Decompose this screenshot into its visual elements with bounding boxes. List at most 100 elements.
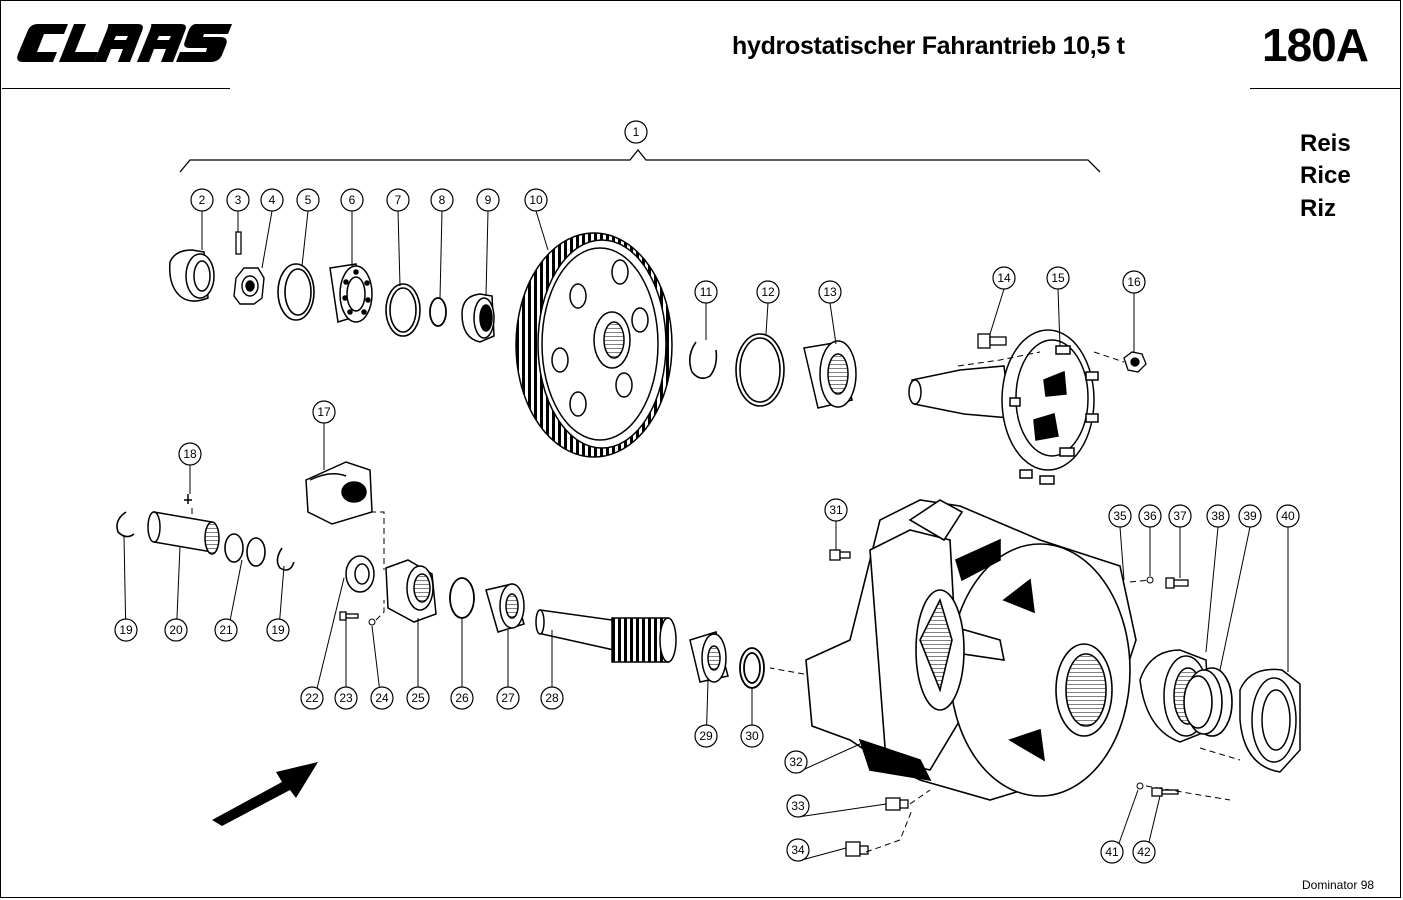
callout-circle-37 xyxy=(1168,504,1192,528)
callout-label-5: 5 xyxy=(305,193,312,207)
part-26-oring xyxy=(449,577,475,619)
part-18-screw xyxy=(184,494,192,504)
callout-label-39: 39 xyxy=(1243,509,1257,523)
part-14-bolt xyxy=(977,333,1007,349)
callout-label-31: 31 xyxy=(829,503,843,517)
callout-circle-12 xyxy=(756,280,780,304)
callout-label-9: 9 xyxy=(485,193,492,207)
callout-circle-16 xyxy=(1122,270,1146,294)
callout-circle-13 xyxy=(818,280,842,304)
leader-line-33 xyxy=(797,803,887,818)
part-13-bearing xyxy=(803,340,857,409)
part-21-washers xyxy=(224,533,266,567)
callout-circle-23 xyxy=(334,686,358,710)
callout-label-19b: 19 xyxy=(271,623,285,637)
assembly-lines xyxy=(191,351,1241,853)
part-25-housing xyxy=(385,559,437,623)
leader-line-38 xyxy=(1205,526,1219,653)
callout-circle-4 xyxy=(260,188,284,212)
leader-line-14 xyxy=(989,288,1005,335)
callout-circle-5 xyxy=(296,188,320,212)
callout-circle-41 xyxy=(1100,840,1124,864)
callout-circle-19b xyxy=(266,618,290,642)
part-12-ring xyxy=(735,333,785,407)
part-33-plug xyxy=(885,797,909,811)
callout-label-19a: 19 xyxy=(119,623,133,637)
part-34-plug xyxy=(845,841,869,857)
part-22-seal xyxy=(345,555,375,593)
part-17-bracket xyxy=(305,461,373,525)
part-2-bushing xyxy=(168,249,215,302)
leader-line-10 xyxy=(535,210,549,251)
leader-line-7 xyxy=(397,210,401,287)
callout-label-1: 1 xyxy=(633,125,640,139)
part-23-bolt xyxy=(339,611,359,621)
callout-circle-38 xyxy=(1206,504,1230,528)
part-42-bolt xyxy=(1151,787,1179,797)
part-37-bolt xyxy=(1165,577,1189,589)
callout-label-28: 28 xyxy=(545,691,559,705)
callout-label-16: 16 xyxy=(1127,275,1141,289)
part-24-washer xyxy=(368,618,376,626)
part-28-pinion-shaft xyxy=(535,609,677,663)
callout-circle-22 xyxy=(300,686,324,710)
callout-label-25: 25 xyxy=(411,691,425,705)
model-footer: Dominator 98 xyxy=(1302,878,1375,892)
callout-label-15: 15 xyxy=(1051,271,1065,285)
callout-circle-36 xyxy=(1138,504,1162,528)
callout-label-30: 30 xyxy=(745,729,759,743)
direction-arrow-icon xyxy=(212,762,318,826)
callout-circle-7 xyxy=(386,188,410,212)
part-30-ring xyxy=(739,647,765,689)
callout-circle-2 xyxy=(190,188,214,212)
callout-circle-3 xyxy=(226,188,250,212)
part-19-circlip-left xyxy=(116,511,135,538)
leader-line-9 xyxy=(485,210,489,297)
header-rule-right xyxy=(1250,88,1400,89)
part-15-flange-shaft xyxy=(908,329,1099,485)
page-title: hydrostatischer Fahrantrieb 10,5 t xyxy=(732,32,1125,60)
callout-circle-11 xyxy=(694,280,718,304)
callout-circle-40 xyxy=(1276,504,1300,528)
part-8-oring xyxy=(429,297,447,327)
callout-label-3: 3 xyxy=(235,193,242,207)
callout-circle-39 xyxy=(1238,504,1262,528)
callout-label-18: 18 xyxy=(183,447,197,461)
callout-circle-25 xyxy=(406,686,430,710)
callout-circle-17 xyxy=(312,400,336,424)
assembly-bracket xyxy=(179,148,1101,173)
callout-circle-31 xyxy=(824,498,848,522)
part-40-cover xyxy=(1239,668,1301,773)
callout-label-12: 12 xyxy=(761,285,775,299)
callout-label-24: 24 xyxy=(375,691,389,705)
callout-circle-26 xyxy=(450,686,474,710)
callout-circle-32 xyxy=(784,750,808,774)
callout-label-37: 37 xyxy=(1173,509,1187,523)
callout-label-29: 29 xyxy=(699,729,713,743)
part-39-seal xyxy=(1183,667,1233,737)
crop-label-german: Reis xyxy=(1300,130,1351,157)
callout-circle-9 xyxy=(476,188,500,212)
callout-circle-18 xyxy=(178,442,202,466)
callout-circle-29 xyxy=(694,724,718,748)
part-3-pin xyxy=(235,231,242,255)
part-20-sleeve xyxy=(147,511,220,555)
callout-circle-27 xyxy=(496,686,520,710)
callout-label-13: 13 xyxy=(823,285,837,299)
callout-circle-8 xyxy=(430,188,454,212)
part-7-circlip xyxy=(385,283,421,337)
part-31-screw xyxy=(829,549,851,561)
callout-label-8: 8 xyxy=(439,193,446,207)
callout-label-22: 22 xyxy=(305,691,319,705)
part-19-circlip-right xyxy=(276,547,295,571)
callout-label-33: 33 xyxy=(791,799,805,813)
leader-line-39 xyxy=(1219,526,1251,671)
leader-line-35 xyxy=(1119,526,1125,581)
part-9-seal xyxy=(461,293,495,343)
crop-label-french: Riz xyxy=(1300,195,1336,222)
callout-label-11: 11 xyxy=(700,285,713,299)
callout-label-10: 10 xyxy=(529,193,543,207)
leader-line-32 xyxy=(795,743,861,774)
leader-line-22 xyxy=(311,577,345,710)
